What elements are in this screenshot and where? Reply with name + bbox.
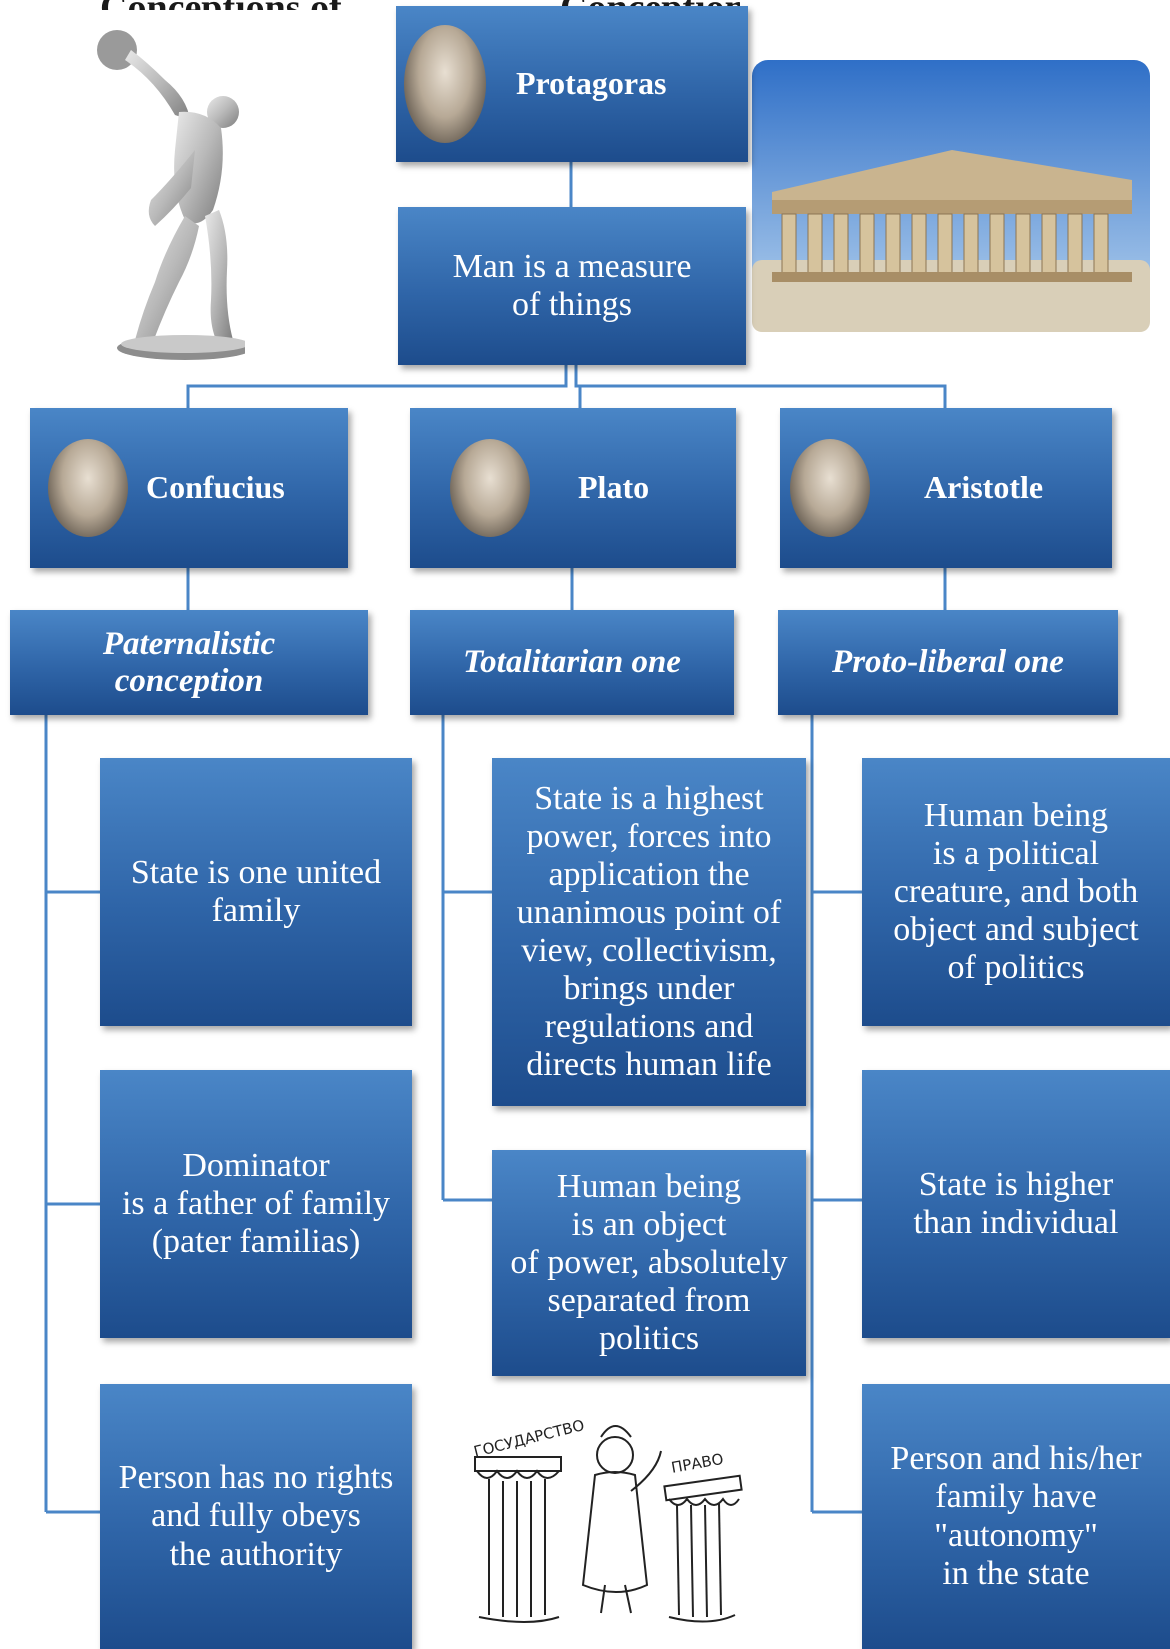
plato-conception-box: Totalitarian one	[410, 610, 734, 715]
plato-point-text: Human being is an object of power, absol…	[510, 1167, 788, 1358]
confucius-conception-box: Paternalistic conception	[10, 610, 368, 715]
plato-name: Plato	[578, 469, 650, 506]
confucius-box: Confucius	[30, 408, 348, 568]
aristotle-portrait-icon	[790, 439, 870, 537]
plato-portrait-icon	[450, 439, 530, 537]
protagoras-name: Protagoras	[516, 65, 667, 102]
aristotle-point-box: State is higher than individual	[862, 1070, 1170, 1338]
aristotle-point-box: Person and his/her family have "autonomy…	[862, 1384, 1170, 1649]
aristotle-name: Aristotle	[924, 469, 1044, 506]
confucius-point-text: Person has no rights and fully obeys the…	[118, 1459, 394, 1573]
confucius-point-box: Person has no rights and fully obeys the…	[100, 1384, 412, 1649]
confucius-point-text: Dominator is a father of family (pater f…	[121, 1146, 391, 1261]
confucius-point-text: State is one united family	[130, 853, 382, 929]
aristotle-point-text: Person and his/her family have "autonomy…	[890, 1440, 1142, 1592]
page-title-fragment-2: Conceptions	[560, 0, 740, 10]
aristotle-point-text: Human being is a political creature, and…	[893, 796, 1139, 987]
cartoon-label-left: ГОСУДАРСТВО	[472, 1416, 586, 1461]
confucius-name: Confucius	[146, 469, 285, 506]
thesis-box: Man is a measure of things	[398, 207, 746, 365]
discobolus-statue-image	[97, 30, 245, 360]
aristotle-point-box: Human being is a political creature, and…	[862, 758, 1170, 1026]
aristotle-conception-text: Proto-liberal one	[832, 644, 1064, 681]
protagoras-portrait-icon	[404, 25, 486, 143]
aristotle-conception-box: Proto-liberal one	[778, 610, 1118, 715]
plato-point-box: State is a highest power, forces into ap…	[492, 758, 806, 1106]
parthenon-image	[752, 60, 1150, 332]
plato-point-text: State is a highest power, forces into ap…	[516, 779, 782, 1084]
aristotle-point-text: State is higher than individual	[913, 1165, 1119, 1241]
plato-point-box: Human being is an object of power, absol…	[492, 1150, 806, 1376]
confucius-point-box: State is one united family	[100, 758, 412, 1026]
plato-conception-text: Totalitarian one	[463, 644, 681, 681]
confucius-portrait-icon	[48, 439, 128, 537]
page-title-fragment: Conceptions of	[100, 0, 360, 10]
cartoon-sketch-image: ГОСУДАРСТВО ПРАВО	[472, 1416, 743, 1623]
confucius-conception-text: Paternalistic conception	[102, 625, 276, 699]
confucius-point-box: Dominator is a father of family (pater f…	[100, 1070, 412, 1338]
aristotle-box: Aristotle	[780, 408, 1112, 568]
protagoras-box: Protagoras	[396, 6, 748, 162]
thesis-text: Man is a measure of things	[452, 247, 692, 323]
cartoon-label-right: ПРАВО	[670, 1450, 725, 1477]
plato-box: Plato	[410, 408, 736, 568]
